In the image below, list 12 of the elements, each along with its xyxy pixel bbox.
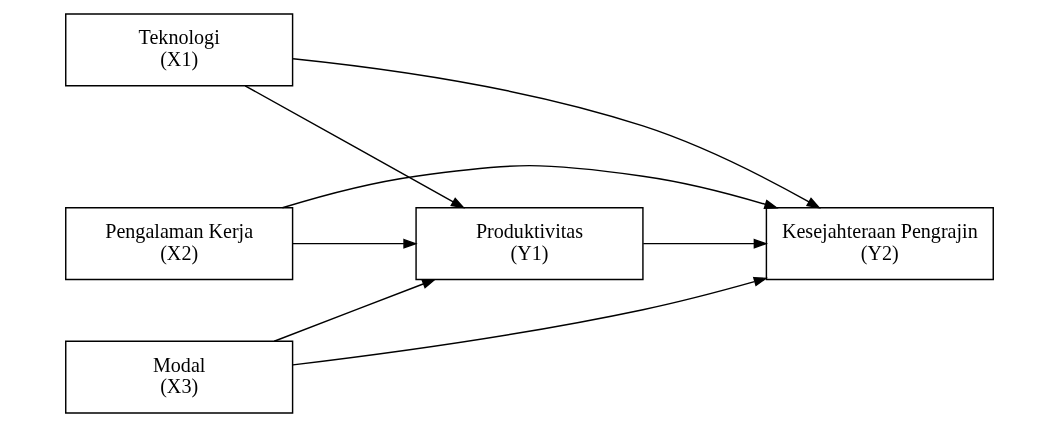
arrow bbox=[272, 278, 436, 342]
arrow bbox=[642, 238, 768, 249]
node-box: Produktivitas (Y1) bbox=[414, 207, 644, 281]
node-box: Teknologi (X1) bbox=[64, 13, 293, 87]
node-box: Modal (X3) bbox=[64, 340, 293, 414]
arrow bbox=[281, 164, 779, 210]
node-box: Pengalaman Kerja (X2) bbox=[64, 207, 293, 281]
arrow bbox=[291, 276, 768, 366]
arrow bbox=[291, 238, 418, 249]
arrow bbox=[291, 58, 821, 209]
node-box: Kesejahteraan Pengrajin (Y2) bbox=[765, 207, 994, 281]
arrow bbox=[243, 85, 465, 209]
